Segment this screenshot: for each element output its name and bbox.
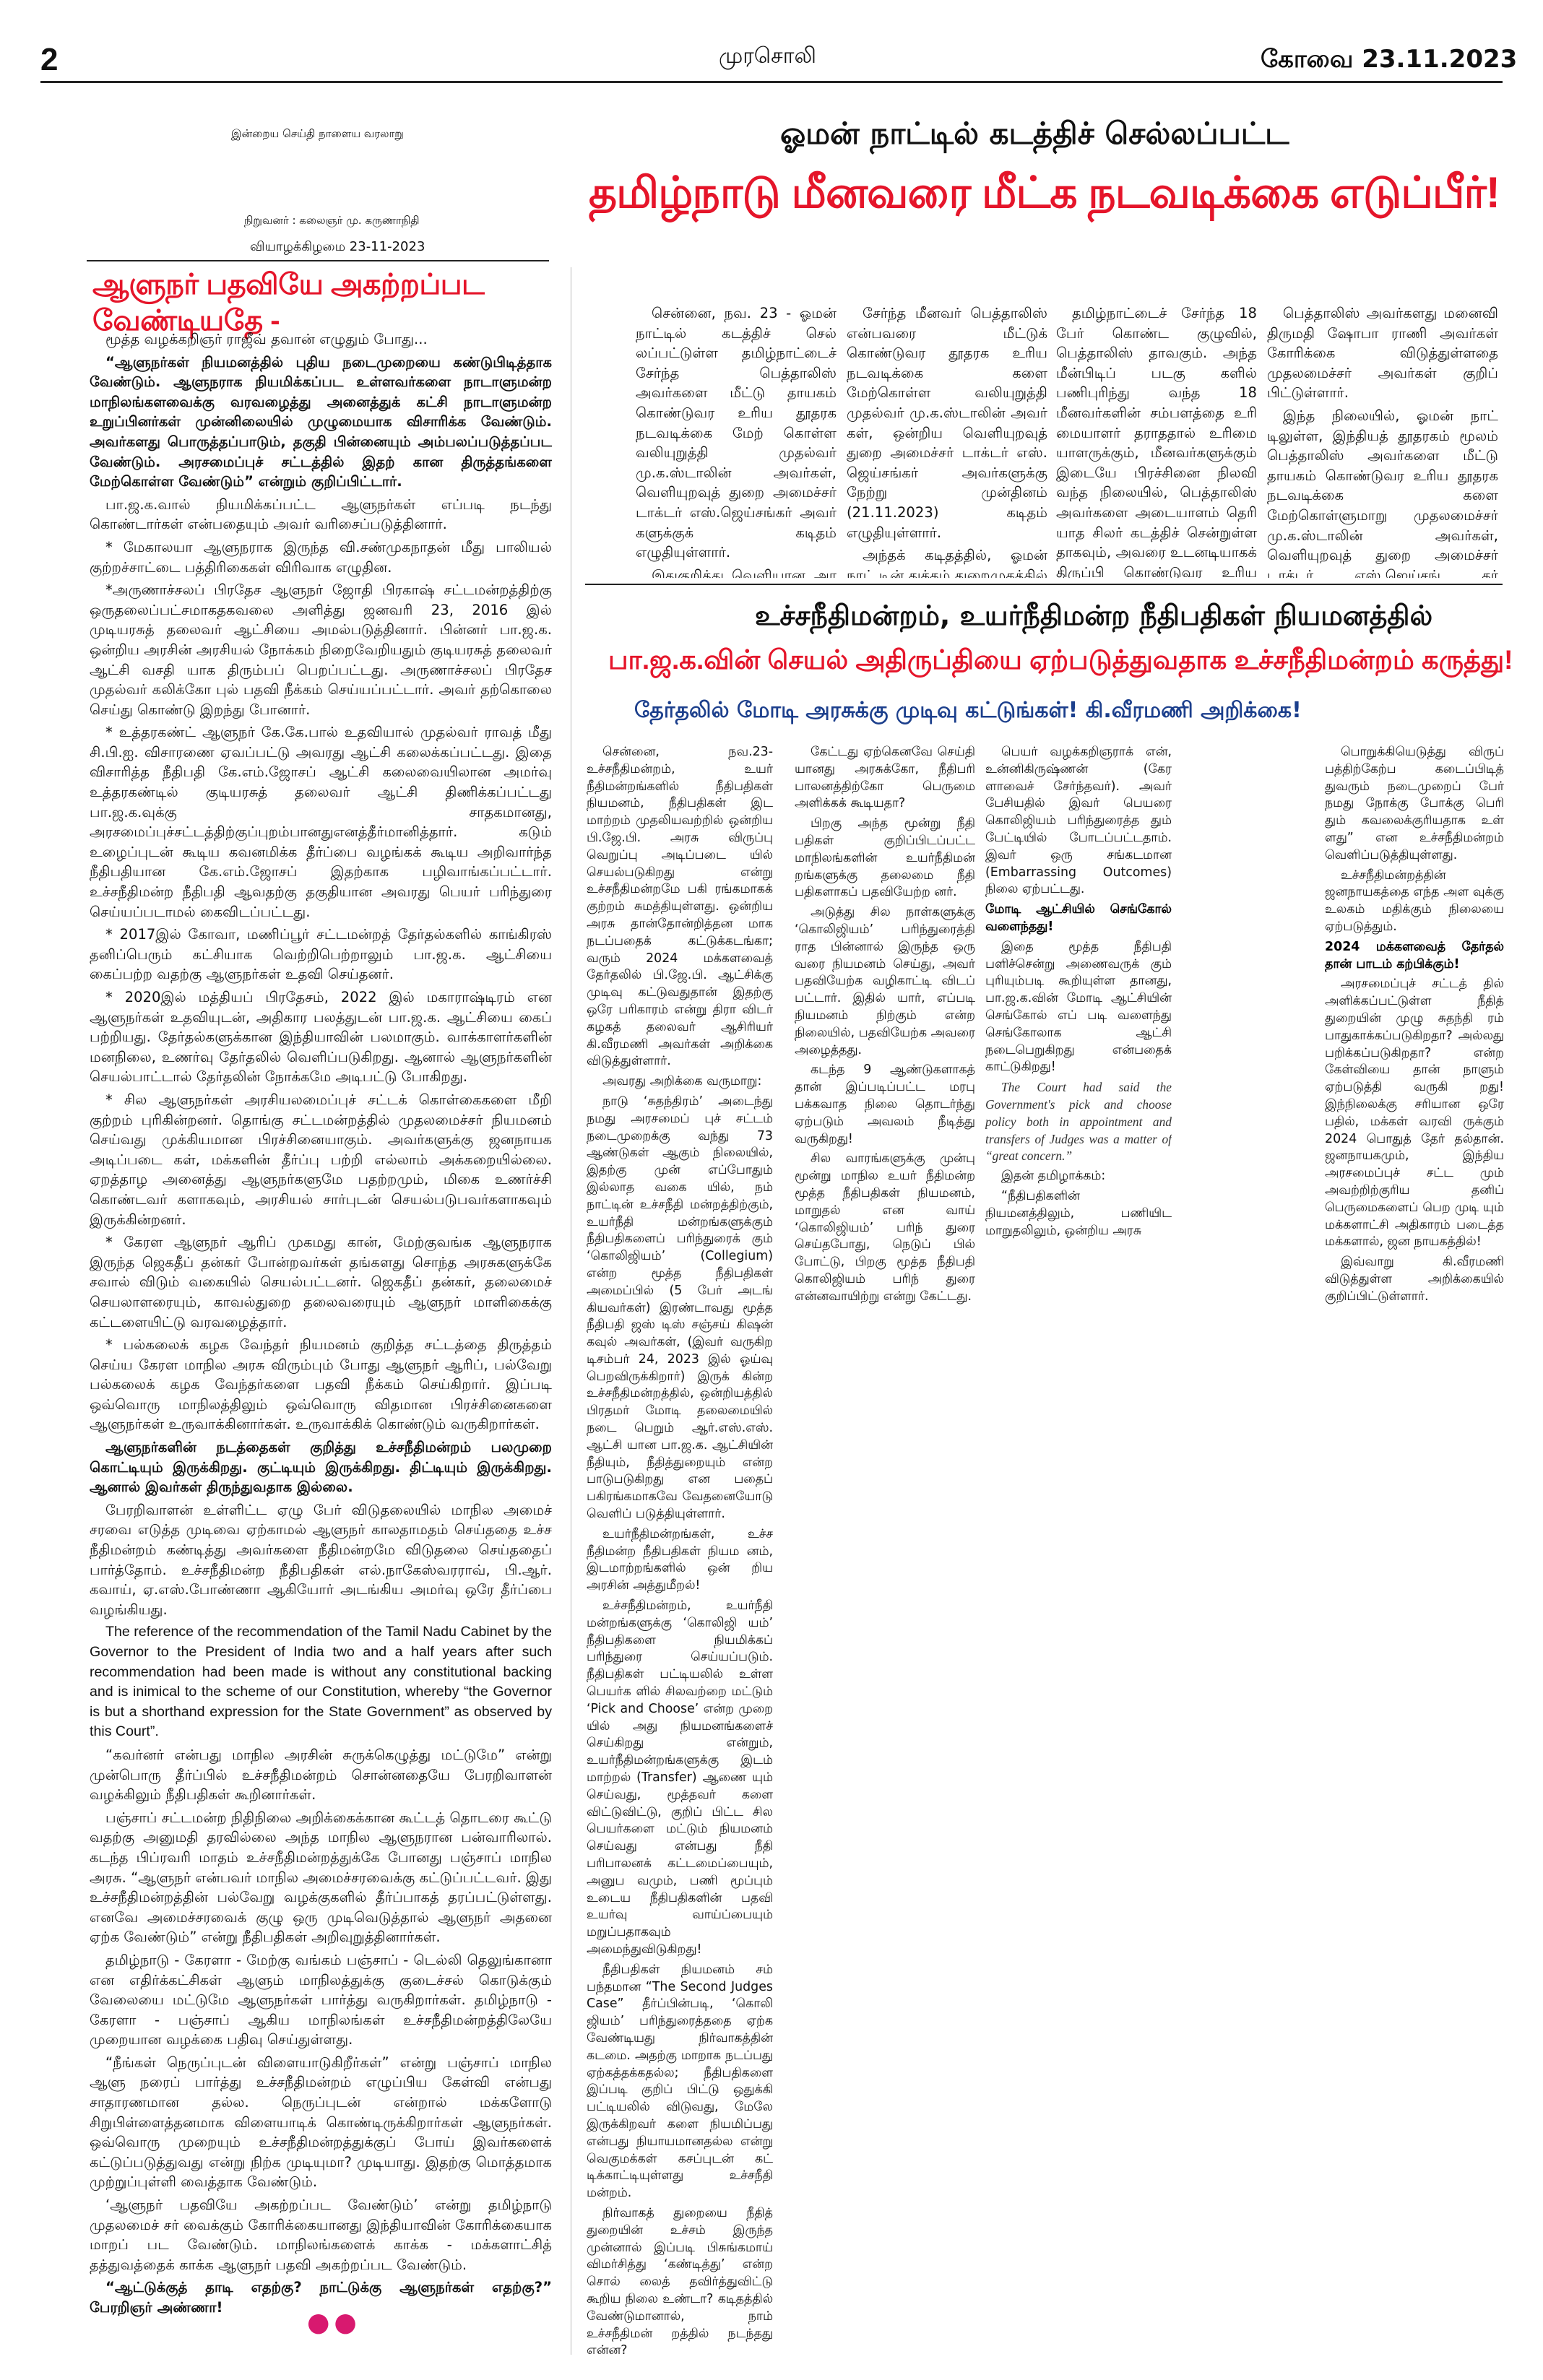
paragraph: The Court had said the Government's pick… [985,1080,1172,1164]
masthead-day-date: வியாழக்கிழமை 23-11-2023 [250,239,425,254]
paragraph: * 2017இல் கோவா, மணிப்பூர் சட்டமன்றத் தேர… [90,926,552,983]
paragraph: * 2020இல் மத்தியப் பிரதேசம், 2022 இல் மக… [90,989,552,1086]
story1-headline: தமிழ்நாடு மீனவரை மீட்க நடவடிக்கை எடுப்பீ… [589,168,1500,217]
editorial-body: மூத்த வழக்கறிஞர் ராஜீவ் தவான் எழுதும் போ… [90,329,552,2323]
paragraph: “ஆளுநர்கள் நியமனத்தில் புதிய நடைமுறையை க… [90,353,552,490]
paragraph: 2024 மக்களவைத் தேர்தல் தான் பாடம் கற்பிக… [1325,939,1504,972]
story2-col-4: பொறுக்கியெடுத்து விருப் பத்திற்கேற்ப கடை… [1325,744,1504,1380]
paragraph: இவ்வாறு கி.வீரமணி விடுத்துள்ள அறிக்கையில… [1325,1255,1504,1304]
paragraph: அந்தக் கடிதத்தில், ஓமன் நாட் டின் துக்கம… [847,547,1047,578]
paragraph: உச்சநீதிமன்றம், உயர்நீதி மன்றங்களுக்கு ‘… [587,1598,773,1957]
editorial-headline: ஆளுநர் பதவியே அகற்றப்பட வேண்டியதே - [92,269,485,337]
paragraph: ‘ஆளுநர் பதவியே அகற்றப்பட வேண்டும்’ என்று… [90,2197,552,2273]
story2-col-3: பெயர் வழக்கறிஞராக் என், உன்னிகிருஷ்ணன் (… [985,744,1172,1380]
story2-kicker: உச்சநீதிமன்றம், உயர்நீதிமன்ற நீதிபதிகள் … [755,600,1433,631]
story-separator [585,584,1503,585]
masthead-founder: நிறுவனர் : கலைஞர் மு. கருணாநிதி [244,214,420,227]
paragraph: அரசமைப்புச் சட்டத் தில் அளிக்கப்பட்டுள்ள… [1325,977,1504,1250]
paragraph: இதுகுறித்து வெளியான அர சின் செய்திக் குற… [652,566,837,578]
paragraph: நிர்வாகத் துறையை நீதித் துறையின் உச்சம் … [587,2205,773,2358]
paragraph: “ஆட்டுக்குத் தாடி எதற்கு? நாட்டுக்கு ஆளு… [90,2279,552,2316]
story1-col-1: சென்னை, நவ. 23 - ஓமன் நாட்டில் கடத்திச் … [636,303,837,578]
paragraph: நாடு ‘சுதந்திரம்’ அடைந்து நமது அரசமைப் ப… [587,1094,773,1522]
paragraph: The reference of the recommendation of t… [90,1624,552,1740]
paragraph: இந்த நிலையில், ஓமன் நாட் டிலுள்ள, இந்திய… [1267,407,1498,578]
paragraph: சென்னை, நவ.23- உச்சநீதிமன்றம், உயர் நீதி… [587,745,773,1069]
story2-col-2: கேட்டது ஏற்கெனவே செய்தி யானது அரசுக்கோ, … [795,744,975,1380]
paragraph: * மேகாலயா ஆளுநராக இருந்த வி.சண்முகநாதன் … [90,538,552,576]
paragraph: பேரறிவாளன் உள்ளிட்ட ஏழு பேர் விடுதலையில்… [90,1501,552,1618]
paragraph: இதை மூத்த நீதிபதி பளிச்சென்று அணைவருக் க… [985,939,1172,1075]
story2-col-1: சென்னை, நவ.23- உச்சநீதிமன்றம், உயர் நீதி… [587,744,773,2362]
page-number: 2 [40,42,59,77]
paragraph: ஆளுநர்களின் நடத்தைகள் குறித்து உச்சநீதிம… [90,1439,552,1496]
editorial-end-mark: ●● [307,2308,361,2337]
masthead-rule [87,260,549,261]
paragraph: உச்சநீதிமன்றத்தின் ஜனநாயகத்தை எந்த அள வு… [1325,867,1504,934]
paragraph: சேர்ந்த மீனவர் பெத்தாலிஸ் என்பவரை மீட்டு… [847,305,1047,541]
paragraph: பொறுக்கியெடுத்து விருப் பத்திற்கேற்ப கடை… [1325,745,1504,862]
story2-headline: பா.ஜ.க.வின் செயல் அதிருப்தியை ஏற்படுத்து… [608,645,1513,675]
paragraph: மோடி ஆட்சியில் செங்கோல் வளைந்தது! [985,902,1172,934]
paragraph: *அருணாச்சலப் பிரதேச ஆளுநர் ஜோதி பிரகாஷ் … [90,581,552,718]
paragraph: “நீங்கள் நெருப்புடன் விளையாடுகிறீர்கள்” … [90,2054,552,2191]
story1-col-2: சேர்ந்த மீனவர் பெத்தாலிஸ் என்பவரை மீட்டு… [847,303,1047,578]
paragraph: இதன் தமிழாக்கம்: [1001,1169,1106,1184]
paragraph: “கவர்னர் என்பது மாநில அரசின் சுருக்கெழுத… [90,1746,552,1804]
paragraph: அவரது அறிக்கை வருமாறு: [602,1074,762,1089]
story1-col-4: பெத்தாலிஸ் அவர்களது மனைவி திருமதி ஷோபா ர… [1267,303,1498,578]
masthead-tagline: இன்றைய செய்தி நாளைய வரலாறு [231,127,404,140]
story1-col-3: தமிழ்நாட்டைச் சேர்ந்த 18 பேர் கொண்ட குழு… [1056,303,1257,578]
page-header: 2 முரசொலி கோவை 23.11.2023 [0,0,1543,94]
paragraph: கடந்த 9 ஆண்டுகளாகத் தான் இப்படிப்பட்ட மர… [795,1063,975,1146]
paragraph: உயர்நீதிமன்றங்கள், உச்ச நீதிமன்ற நீதிபதி… [587,1526,773,1593]
paragraph: பிறகு அந்த மூன்று நீதி பதிகள் குறிப்பிடப… [795,816,975,900]
paragraph: கேட்டது ஏற்கெனவே செய்தி யானது அரசுக்கோ, … [795,745,975,811]
paragraph: பஞ்சாப் சட்டமன்ற நிதிநிலை அறிக்கைக்கான க… [90,1809,552,1946]
paragraph: பெத்தாலிஸ் அவர்களது மனைவி திருமதி ஷோபா ர… [1267,305,1498,402]
paragraph: நீதிபதிகள் நியமனம் சம் பந்தமான “The Seco… [587,1962,773,2201]
paragraph: மூத்த வழக்கறிஞர் ராஜீவ் தவான் எழுதும் போ… [105,331,428,347]
story1-kicker: ஓமன் நாட்டில் கடத்திச் செல்லப்பட்ட [780,116,1289,151]
paragraph: அடுத்து சில நாள்களுக்கு ‘கொலிஜியம்’ பரிந… [795,905,975,1057]
paragraph: * சில ஆளுநர்கள் அரசியலமைப்புச் சட்டக் கொ… [90,1091,552,1228]
header-rule [40,81,1503,83]
paragraph: சில வாரங்களுக்கு முன்பு மூன்று மாநில உயர… [795,1151,975,1304]
paragraph: * பல்கலைக் கழக வேந்தர் நியமனம் குறித்த ச… [90,1336,552,1433]
paragraph: “நீதிபதிகளின் நியமனத்திலும், பணியிட மாறு… [985,1188,1172,1238]
paragraph: தமிழ்நாட்டைச் சேர்ந்த 18 பேர் கொண்ட குழு… [1056,305,1257,578]
paragraph: சென்னை, நவ. 23 - ஓமன் நாட்டில் கடத்திச் … [636,305,837,561]
edition-date: கோவை 23.11.2023 [1261,45,1518,74]
story2-subhead: தேர்தலில் மோடி அரசுக்கு முடிவு கட்டுங்கள… [634,698,1302,723]
paragraph: பெயர் வழக்கறிஞராக் என், உன்னிகிருஷ்ணன் (… [985,745,1172,897]
paragraph: * கேரள ஆளுநர் ஆரிப் முகமது கான், மேற்குவ… [90,1234,552,1330]
paragraph: தமிழ்நாடு - கேரளா - மேற்கு வங்கம் பஞ்சாப… [90,1951,552,2048]
newspaper-name: முரசொலி [719,43,816,69]
paragraph: * உத்தரகண்ட் ஆளுநர் கே.கே.பால் உதவியால் … [90,724,552,920]
paragraph: பா.ஜ.க.வால் நியமிக்கப்பட்ட ஆளுநர்கள் எப்… [90,496,552,533]
